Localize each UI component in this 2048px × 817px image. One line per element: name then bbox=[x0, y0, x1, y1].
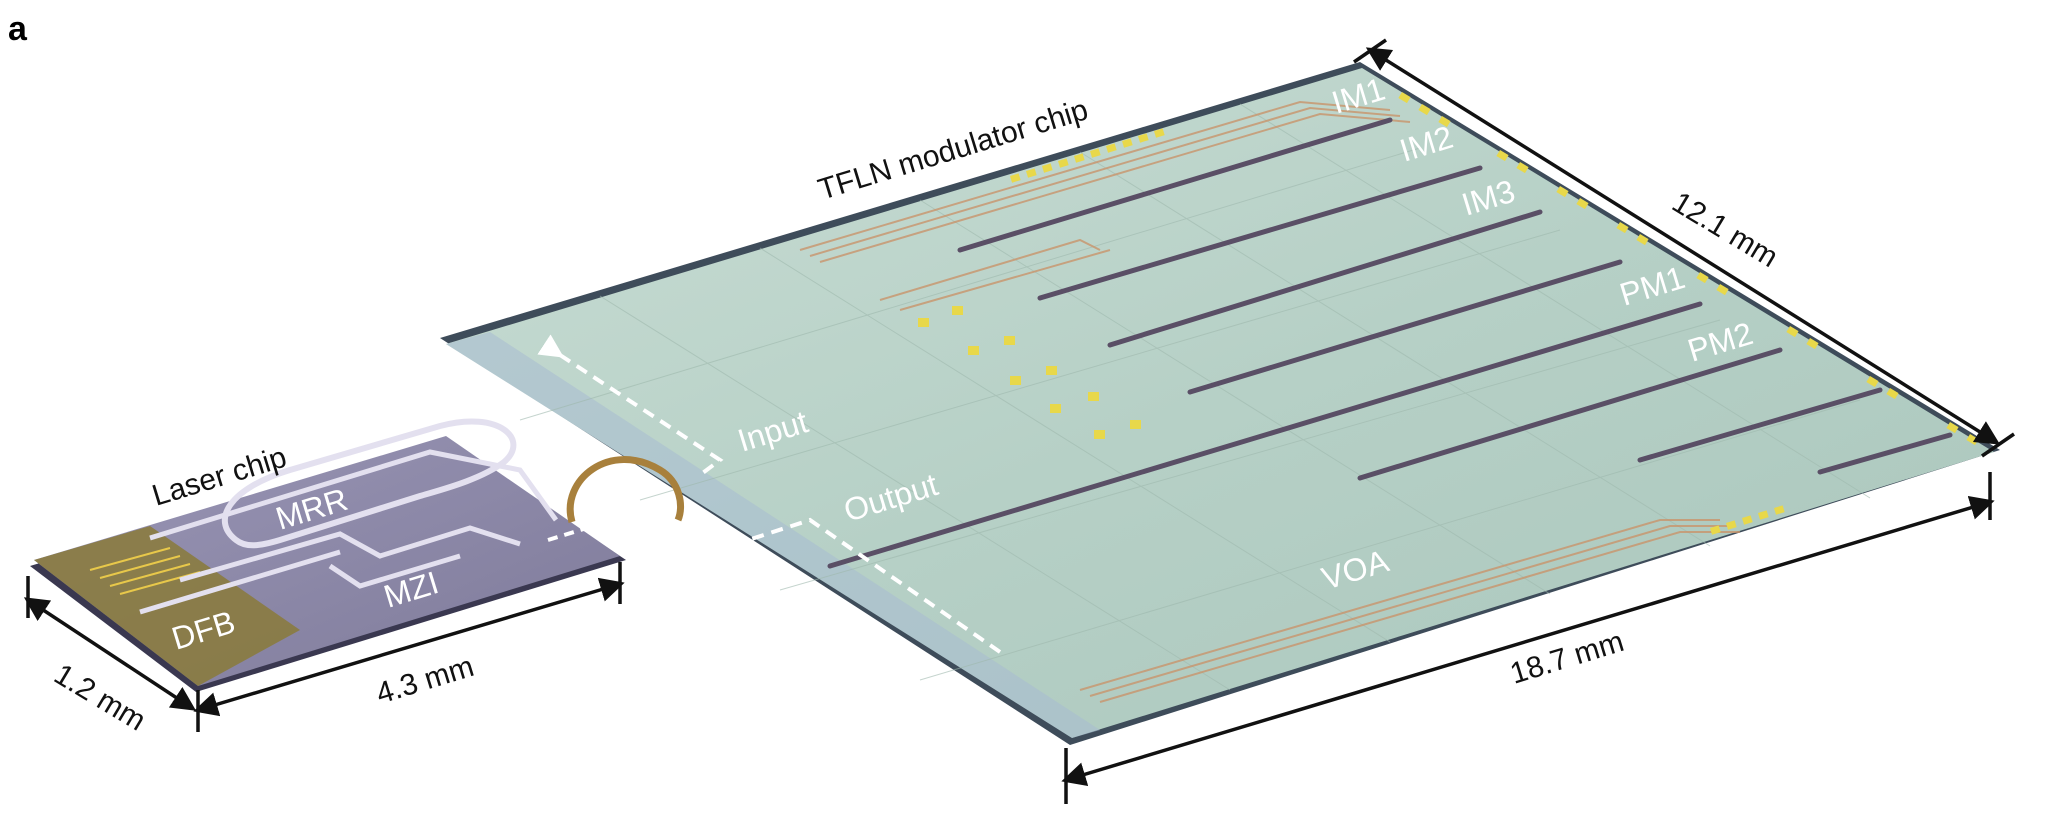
bias-pads bbox=[918, 306, 1141, 439]
top-pads bbox=[1010, 128, 1165, 183]
laser-chip: MRR MZI DFB Laser chip bbox=[30, 418, 685, 692]
dim-tick bbox=[1353, 38, 1387, 64]
panel-label: a bbox=[8, 10, 28, 48]
mrr-racetrack bbox=[222, 418, 517, 549]
bond-wire bbox=[566, 456, 685, 523]
dim-modulator-depth bbox=[1365, 47, 2001, 445]
dim-laser-depth bbox=[23, 597, 197, 711]
dim-modulator-width bbox=[1061, 495, 1995, 787]
label-modulator-width: 18.7 mm bbox=[1506, 625, 1627, 691]
dim-laser-width bbox=[193, 577, 625, 717]
laser-output-dash bbox=[547, 522, 601, 542]
modulator-edge-stripe bbox=[446, 332, 1100, 738]
dim-tick bbox=[1981, 432, 2015, 458]
output-path bbox=[700, 517, 1002, 654]
modulator-chip-surface bbox=[446, 68, 1994, 738]
input-path bbox=[537, 334, 724, 477]
modulator-chip: IM1 IM2 IM3 PM1 PM2 VOA Input Output TFL… bbox=[440, 62, 2000, 745]
label-laser-width: 4.3 mm bbox=[372, 650, 477, 711]
optical-paths bbox=[537, 334, 1002, 654]
dimension-lines bbox=[23, 38, 2015, 804]
